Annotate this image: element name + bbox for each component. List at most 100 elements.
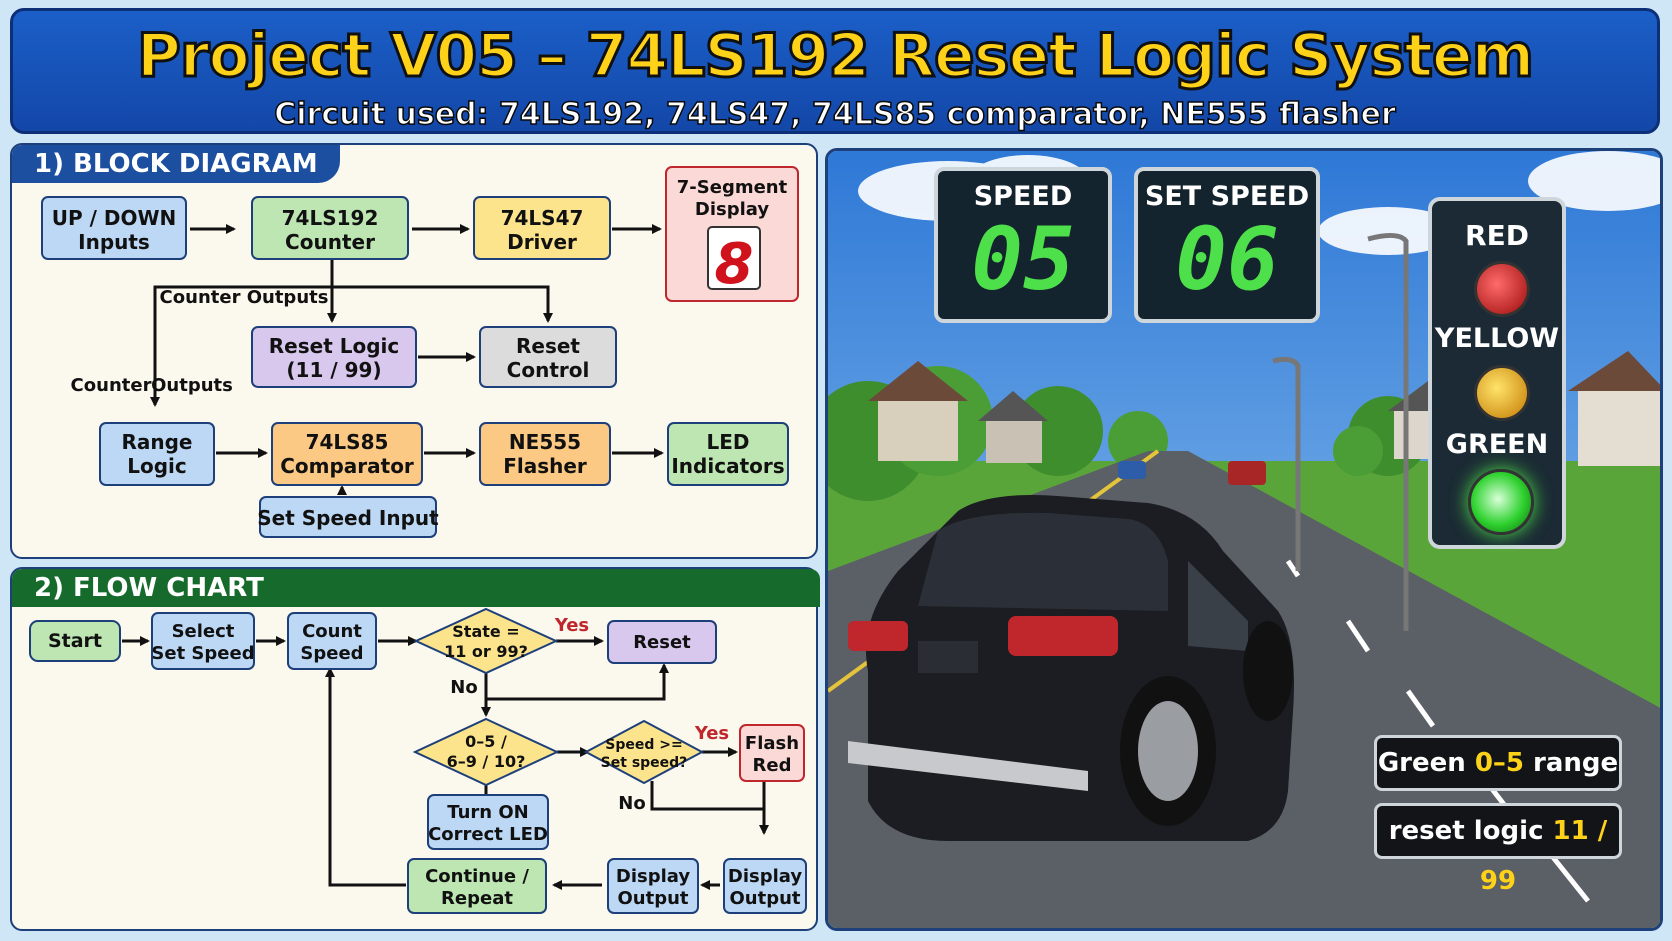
flow-state-diamond: State = 11 or 99? [413, 607, 559, 675]
flow-continue-box: Continue / Repeat [407, 858, 547, 914]
led-indicators-box: LED Indicators [667, 422, 789, 486]
range-logic-label-2: Logic [127, 454, 187, 478]
red-lamp [1474, 261, 1530, 317]
info-reset-logic: reset logic 11 / 99 [1374, 803, 1622, 896]
set-speed-input-label: Set Speed Input [257, 506, 439, 530]
reset-logic-box: Reset Logic (11 / 99) [251, 326, 417, 388]
street-lamps [1272, 233, 1409, 631]
flasher-label-2: Flasher [503, 454, 587, 478]
flow-flash-red-box: Flash Red [739, 724, 805, 782]
flow-flash-label-2: Red [753, 755, 792, 776]
set-speed-display: SET SPEED 06 [1134, 167, 1320, 323]
page-subtitle: Circuit used: 74LS192, 74LS47, 74LS85 co… [273, 96, 1396, 133]
counter-box: 74LS192 Counter [251, 196, 409, 260]
flow-count-label-2: Speed [300, 643, 363, 664]
flow-display-output-1-label-1: Display [616, 866, 690, 887]
flow-speed-check-label-1: Speed >= [605, 737, 682, 753]
updown-label-1: UP / DOWN [52, 206, 177, 230]
comparator-label-2: Comparator [280, 454, 414, 478]
green-lamp [1468, 469, 1534, 535]
flasher-label-1: NE555 [509, 430, 581, 454]
flow-yes-label-1: Yes [554, 615, 589, 636]
flow-count-label-1: Count [302, 621, 362, 642]
flow-chart-heading: 2) FLOW CHART [12, 569, 820, 607]
light-yellow-label: YELLOW [1434, 323, 1560, 354]
flow-display-output-box-2: Display Output [723, 858, 807, 914]
flow-range-label-2: 6–9 / 10? [447, 752, 526, 771]
counter-label-1: 74LS192 [282, 206, 379, 230]
display-label-2: Display [695, 199, 769, 220]
flow-continue-label-1: Continue / [425, 866, 529, 887]
flow-turn-on-box: Turn ON Correct LED [427, 794, 549, 850]
driver-label-2: Driver [507, 230, 577, 254]
flow-select-box: Select Set Speed [151, 612, 255, 670]
info1-part-b: 0–5 [1474, 748, 1524, 778]
speed-value: 05 [971, 210, 1075, 310]
range-logic-label-1: Range [121, 430, 192, 454]
set-speed-input-box: Set Speed Input [257, 496, 439, 538]
flow-turn-on-label-1: Turn ON [447, 802, 528, 823]
reset-logic-label-1: Reset Logic [269, 334, 399, 358]
block-diagram-svg: UP / DOWN Inputs 74LS192 Counter 74LS47 … [41, 166, 799, 538]
flow-no-label-1: No [450, 677, 477, 698]
flow-display-output-box-1: Display Output [607, 858, 699, 914]
suv-car [848, 495, 1294, 841]
page-title: Project V05 – 74LS192 Reset Logic System [135, 20, 1535, 93]
comparator-box: 74LS85 Comparator [271, 422, 423, 486]
range-logic-box: Range Logic [99, 422, 215, 486]
block-diagram-heading: 1) BLOCK DIAGRAM [12, 145, 340, 183]
driver-box: 74LS47 Driver [473, 196, 611, 260]
flow-chart-svg: Start Select Set Speed Count Speed State… [29, 607, 807, 914]
reset-control-label-1: Reset [516, 334, 580, 358]
flow-reset-box: Reset [607, 620, 717, 664]
block-arrows [150, 224, 664, 495]
flow-turn-on-label-2: Correct LED [428, 824, 548, 845]
yellow-lamp [1474, 365, 1530, 421]
updown-label-2: Inputs [78, 230, 150, 254]
display-label-1: 7-Segment [677, 177, 788, 198]
reset-control-box: Reset Control [479, 326, 617, 388]
display-digit: 8 [715, 232, 754, 297]
flow-no-label-2: No [618, 793, 645, 814]
flow-display-output-2-label-2: Output [729, 888, 800, 909]
reset-logic-label-2: (11 / 99) [286, 358, 381, 382]
info-green-range: Green 0–5 range [1374, 735, 1622, 791]
counter-outputs-label-1: Counter Outputs [160, 287, 329, 308]
distant-car-red [1228, 461, 1266, 485]
info2-part-a: reset logic [1388, 816, 1553, 846]
flow-select-label-1: Select [172, 621, 235, 642]
seven-segment-display-box: 7-Segment Display 8 [665, 166, 799, 302]
counter-outputs-label-2a: Counter [71, 375, 152, 396]
updown-inputs-box: UP / DOWN Inputs [41, 196, 187, 260]
road-scene-panel: SPEED 05 SET SPEED 06 RED YELLOW GREEN G… [825, 148, 1663, 931]
header-banner: Project V05 – 74LS192 Reset Logic System… [10, 8, 1660, 134]
speed-label: SPEED [973, 181, 1073, 212]
set-speed-value: 06 [1175, 210, 1279, 310]
speed-display: SPEED 05 [934, 167, 1112, 323]
flow-display-output-2-label-1: Display [728, 866, 802, 887]
flow-continue-label-2: Repeat [441, 888, 513, 909]
flow-state-label-2: 11 or 99? [444, 642, 528, 661]
traffic-light: RED YELLOW GREEN [1428, 197, 1566, 549]
comparator-label-1: 74LS85 [306, 430, 389, 454]
counter-outputs-label-2b: Outputs [151, 375, 233, 396]
flow-state-label-1: State = [452, 622, 519, 641]
flow-display-output-1-label-2: Output [617, 888, 688, 909]
info1-part-c: range [1524, 748, 1619, 778]
flow-arrows [122, 636, 769, 890]
flow-speed-check-diamond: Speed >= Set speed? [583, 719, 705, 785]
flow-range-label-1: 0–5 / [465, 732, 507, 751]
counter-label-2: Counter [285, 230, 375, 254]
flow-chart-panel: 2) FLOW CHART Start [10, 567, 820, 931]
flow-yes-label-2: Yes [694, 723, 729, 744]
flow-select-label-2: Set Speed [151, 643, 254, 664]
distant-car-blue [1118, 461, 1146, 479]
driver-label-1: 74LS47 [501, 206, 584, 230]
light-red-label: RED [1465, 219, 1529, 252]
flow-flash-label-1: Flash [745, 733, 799, 754]
block-diagram-panel: 1) BLOCK DIAGRAM UP / DOWN [10, 143, 818, 559]
flow-range-diamond: 0–5 / 6–9 / 10? [412, 717, 560, 787]
reset-control-label-2: Control [507, 358, 590, 382]
light-green-label: GREEN [1445, 429, 1549, 460]
led-label-1: LED [706, 430, 749, 454]
